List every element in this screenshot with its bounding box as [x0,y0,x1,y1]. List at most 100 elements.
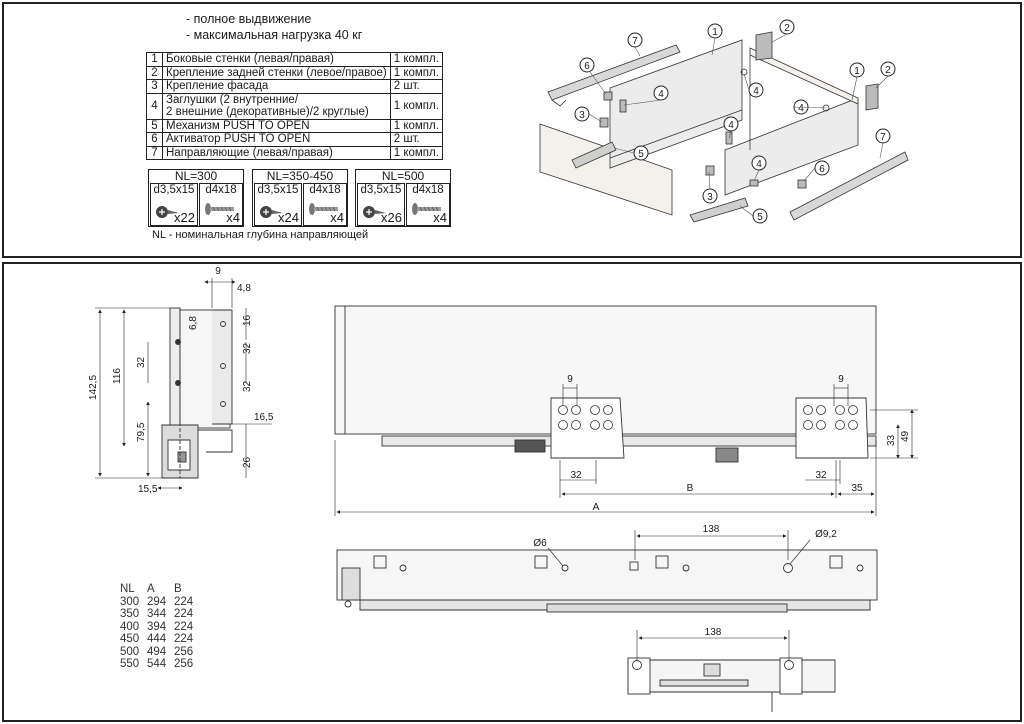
hole [220,363,226,369]
parts-row: 5 Механизм PUSH TO OPEN 1 компл. [146,118,443,133]
bracket-holes [558,405,858,430]
hole [220,321,226,327]
front-bracket-right [705,165,715,176]
callout-leaders [588,33,889,217]
svg-text:5: 5 [757,212,763,223]
cell-a: 394 [147,620,167,633]
part-name-line1: Заглушки (2 внутренние/ [166,93,299,106]
hole [784,660,794,670]
slot [534,555,548,569]
hole [632,660,642,670]
hole-phi6 [561,564,569,572]
top-panel [2,2,1022,258]
mechanism-body [627,659,836,693]
hole [344,600,352,608]
screw-spec: d4x18 [205,184,237,196]
svg-text:2: 2 [784,23,790,34]
screw-kit-nl350-450: NL=350-450 d3,5x15 x24 d4x18 x4 [252,169,348,227]
runner-top-view [336,549,878,613]
dim-26: 26 [242,456,253,468]
screw-hole [175,339,181,345]
push-mechanism-view [627,657,836,712]
slot-small [629,561,639,571]
cell-a: 444 [147,633,167,645]
cell-b: 256 [174,658,194,670]
mechanism-latch [703,663,721,677]
part-qty: 1 компл. [389,65,443,80]
callout-6: 6 [814,160,830,176]
header-b: B [174,583,182,595]
wood-screw-icon [363,206,386,218]
screw-qty: x26 [381,210,402,225]
push-mechanism-left [571,141,617,169]
hole [220,401,226,407]
feature-full-extension: - полное выдвижение [186,12,312,26]
runner-front-block [514,439,546,453]
side-view [334,305,877,463]
screw-kit-nl500: NL=500 d3,5x15 x26 d4x18 x4 [355,169,451,227]
svg-text:3: 3 [707,192,713,203]
dim-32: 32 [242,380,253,392]
callout-4: 4 [748,82,764,98]
dim-phi9-2: Ø9,2 [815,529,837,540]
screw-spec: d3,5x15 [360,184,402,196]
slot [829,555,843,569]
svg-text:1: 1 [854,66,860,77]
cross-section-view [161,307,233,479]
push-mechanism-right [689,197,749,223]
dim-116: 116 [112,368,123,384]
callout-3: 3 [702,188,718,204]
runner-body [336,549,878,601]
nl-table-row: 450 444 224 [120,633,201,646]
rear-bracket-right [865,83,879,111]
svg-text:6: 6 [584,61,590,72]
rail-profile [198,429,233,453]
side-wall-right [724,97,859,196]
callout-2: 2 [779,19,795,35]
nl-note: NL - номинальная глубина направляющей [152,229,369,241]
callout-4: 4 [653,85,669,101]
mechanism-dims [636,630,790,660]
dim-79-5: 79,5 [136,422,147,442]
cap-outer [749,179,759,187]
side-wall-left-edge [609,109,743,159]
part-name: Направляющие (левая/правая) [162,145,391,160]
dim-6-8: 6,8 [188,316,199,330]
dim-142-5: 142,5 [88,375,99,400]
runner-core [177,451,187,463]
part-qty: 1 компл. [389,92,443,120]
header-a: A [147,583,155,595]
dim-138: 138 [703,524,720,535]
dim-16: 16 [242,314,253,326]
svg-text:7: 7 [880,132,886,143]
part-qty: 1 компл. [389,145,443,160]
svg-text:2: 2 [885,65,891,76]
cross-section-dims [95,278,272,490]
nl-table-row: 300 294 224 [120,596,201,609]
callout-5: 5 [752,208,768,224]
dim-b: B [687,483,694,494]
nl-dimension-table: NL A B 300 294 224 350 344 224 400 394 2… [120,583,201,671]
dim-16-5: 16,5 [254,412,274,423]
screw-qty: x24 [278,210,299,225]
parts-row: 4 Заглушки (2 внутренние/ 2 внешние (дек… [146,92,443,120]
screw-spec: d4x18 [412,184,444,196]
cell-nl: 400 [120,620,140,633]
runner-dims [547,530,811,567]
screw-qty: x4 [330,210,344,225]
part-name: Заглушки (2 внутренние/ 2 внешние (декор… [162,92,391,120]
euro-screw-icon [205,203,234,215]
parts-row: 3 Крепление фасада 2 шт. [146,79,443,94]
cell-a: 344 [147,608,167,620]
dim-phi6: Ø6 [533,538,547,549]
cell-nl: 300 [120,595,140,608]
back-wall [749,47,859,105]
push-latch [715,447,739,463]
euro-screw-icon [412,203,441,215]
kit-screw-b: d4x18 x4 [406,183,450,226]
euro-screw-icon [309,203,338,215]
svg-text:4: 4 [753,86,759,97]
screw-qty: x4 [226,210,240,225]
mechanism-spring [659,679,749,687]
screw-spec: d4x18 [309,184,341,196]
